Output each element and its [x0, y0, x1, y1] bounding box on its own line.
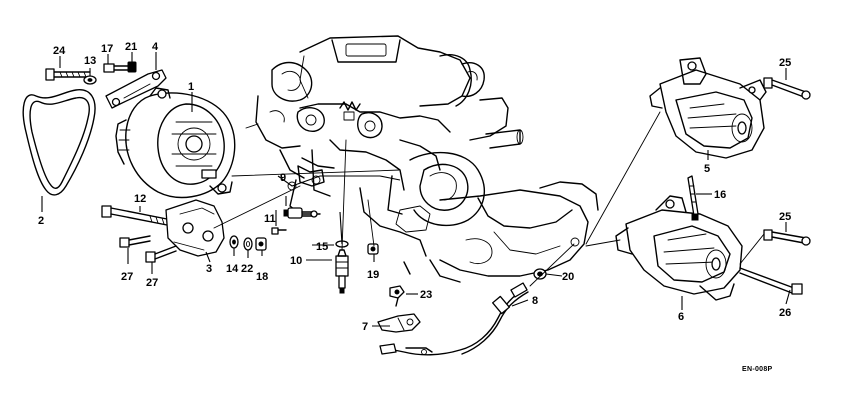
callout-25-lower: 25: [779, 211, 791, 223]
callout-labels: 1 2 3 4 5 6 7 8 9 10 11 12 13 14 15 16 1…: [38, 41, 791, 373]
engine-block: [245, 35, 599, 283]
gasket-19: [367, 243, 379, 255]
callout-22: 22: [241, 263, 253, 275]
bolt-23: [389, 285, 405, 307]
nut-18: [255, 237, 267, 251]
cable-clamp: [377, 313, 421, 333]
callout-13: 13: [84, 55, 96, 67]
callout-18: 18: [256, 271, 268, 283]
callout-19: 19: [367, 269, 379, 281]
nut-21: [127, 61, 137, 73]
callout-9: 9: [280, 172, 286, 184]
washer-14: [229, 235, 239, 249]
bolt-25-lower: [763, 229, 811, 246]
adjuster-bracket: [105, 69, 167, 109]
callout-14: 14: [226, 263, 239, 275]
starter-motor-upper: [649, 57, 767, 159]
bolt-25-upper: [763, 77, 811, 100]
callout-5: 5: [704, 163, 710, 175]
callout-12: 12: [134, 193, 146, 205]
pressure-switch: [283, 207, 318, 219]
bolt-11: [271, 227, 287, 235]
bolt-17: [103, 63, 129, 73]
mounting-bracket: [165, 199, 225, 257]
callout-10: 10: [290, 255, 302, 267]
washer-22: [243, 237, 253, 251]
callout-20: 20: [562, 271, 574, 283]
callout-25-upper: 25: [779, 57, 791, 69]
callout-8: 8: [532, 295, 538, 307]
bolt-12: [101, 205, 173, 227]
callout-21: 21: [125, 41, 137, 53]
bolt-24: [45, 68, 91, 81]
bolt-16: [687, 175, 699, 221]
drive-belt: [22, 89, 96, 196]
diagram-code: EN-008P: [742, 366, 773, 373]
bolt-27-lower: [145, 245, 177, 263]
callout-17: 17: [101, 43, 113, 55]
bolt-27-upper: [119, 235, 151, 248]
callout-6: 6: [678, 311, 684, 323]
callout-16: 16: [714, 189, 726, 201]
callout-3: 3: [206, 263, 212, 275]
leader-lines: [41, 52, 791, 327]
callout-27-lower: 27: [146, 277, 158, 289]
temperature-sender: [335, 240, 349, 294]
callout-4: 4: [152, 41, 159, 53]
callout-1: 1: [188, 81, 194, 93]
callout-24: 24: [53, 45, 66, 57]
washer-13: [83, 75, 97, 85]
callout-2: 2: [38, 215, 44, 227]
grommet-20: [533, 268, 547, 280]
callout-23: 23: [420, 289, 432, 301]
callout-27-upper: 27: [121, 271, 133, 283]
speedometer-cable: [379, 282, 529, 356]
alternator: [115, 87, 236, 199]
callout-26: 26: [779, 307, 791, 319]
callout-15: 15: [316, 241, 328, 253]
callout-11: 11: [264, 213, 276, 225]
callout-7: 7: [362, 321, 368, 333]
bolt-26: [739, 267, 803, 295]
starter-motor-lower: [615, 195, 743, 301]
